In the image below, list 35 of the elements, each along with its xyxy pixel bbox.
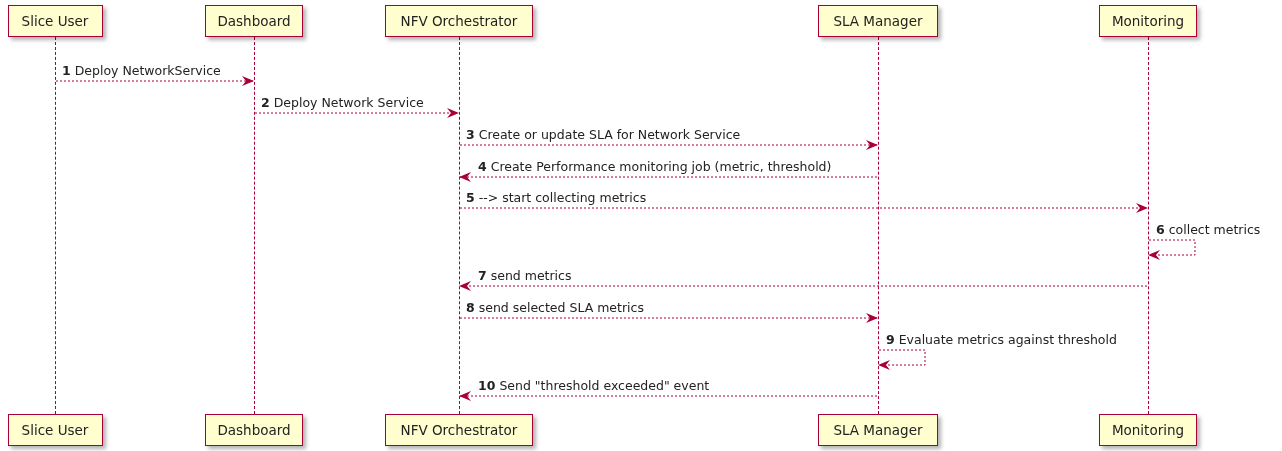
lifeline bbox=[459, 37, 460, 414]
participant-box: Dashboard bbox=[205, 5, 303, 37]
message-arrow bbox=[459, 172, 878, 182]
message-arrow bbox=[459, 140, 878, 150]
message-arrow bbox=[459, 391, 878, 401]
lifeline bbox=[878, 37, 879, 414]
participant-box: Slice User bbox=[7, 414, 103, 446]
message-label: 4 Create Performance monitoring job (metric, threshold) bbox=[477, 159, 833, 174]
message-arrow bbox=[459, 313, 878, 323]
message-label: 1 Deploy NetworkService bbox=[61, 63, 222, 78]
message-arrow bbox=[459, 281, 1148, 291]
participant-box: NFV Orchestrator bbox=[385, 414, 533, 446]
participant-box: Dashboard bbox=[205, 414, 303, 446]
message-label: 2 Deploy Network Service bbox=[260, 95, 425, 110]
message-label: 9 Evaluate metrics against threshold bbox=[885, 332, 1118, 347]
lifeline bbox=[1148, 37, 1149, 414]
participant-box: Slice User bbox=[7, 5, 103, 37]
message-label: 7 send metrics bbox=[477, 268, 573, 283]
participant-box: SLA Manager bbox=[818, 5, 938, 37]
message-arrow bbox=[459, 203, 1148, 213]
message-label: 3 Create or update SLA for Network Service bbox=[465, 127, 742, 142]
message-label: 8 send selected SLA metrics bbox=[465, 300, 645, 315]
lifeline bbox=[254, 37, 255, 414]
message-label: 5 --> start collecting metrics bbox=[465, 190, 648, 205]
lifeline bbox=[55, 37, 56, 414]
message-label: 10 Send "threshold exceeded" event bbox=[477, 378, 711, 393]
participant-box: Monitoring bbox=[1099, 5, 1197, 37]
participant-box: NFV Orchestrator bbox=[385, 5, 533, 37]
message-arrow bbox=[55, 76, 254, 86]
message-arrow bbox=[1148, 239, 1196, 260]
message-arrow bbox=[254, 108, 459, 118]
message-arrow bbox=[878, 349, 926, 370]
message-label: 6 collect metrics bbox=[1155, 222, 1262, 237]
participant-box: Monitoring bbox=[1099, 414, 1197, 446]
participant-box: SLA Manager bbox=[818, 414, 938, 446]
